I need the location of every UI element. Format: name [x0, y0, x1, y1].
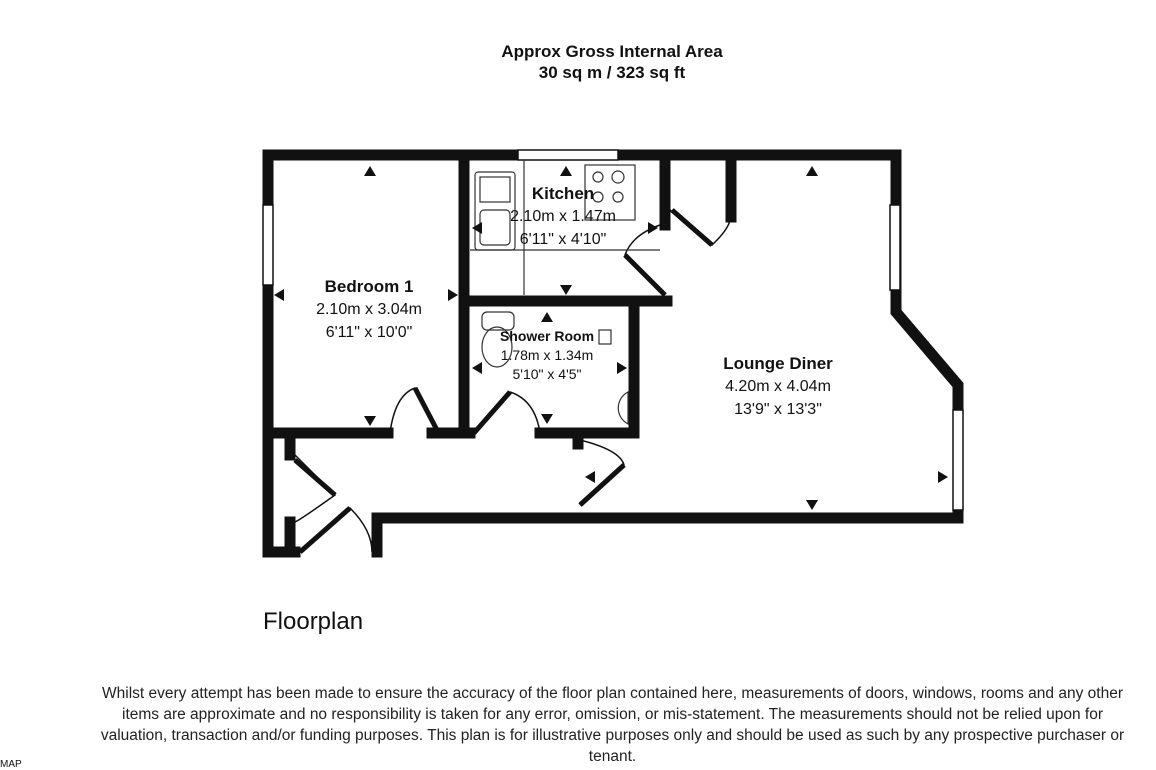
doors — [293, 208, 731, 554]
room-name: Lounge Diner — [723, 354, 833, 373]
arrow-icon — [806, 500, 818, 510]
arrow-icon — [541, 414, 553, 424]
area-title: Approx Gross Internal Area — [501, 42, 723, 61]
arrow-icon — [472, 222, 482, 234]
arrow-icon — [364, 416, 376, 426]
arrow-icon — [274, 289, 284, 301]
arrow-icon — [364, 166, 376, 176]
area-value: 30 sq m / 323 sq ft — [538, 63, 686, 82]
room-name: Bedroom 1 — [324, 277, 414, 296]
room-imperial: 13'9" x 13'3" — [734, 401, 822, 418]
arrow-icon — [560, 285, 572, 295]
room-metric: 1.78m x 1.34m — [500, 347, 594, 363]
windows — [262, 149, 964, 511]
room-imperial: 5'10" x 4'5" — [512, 366, 582, 382]
dimension-arrows — [274, 166, 948, 510]
room-label-lounge: Lounge Diner 4.20m x 4.04m 13'9" x 13'3" — [723, 352, 833, 421]
room-metric: 4.20m x 4.04m — [725, 378, 831, 395]
room-label-shower: Shower Room 1.78m x 1.34m 5'10" x 4'5" — [500, 327, 594, 384]
disclaimer: Whilst every attempt has been made to en… — [100, 685, 1125, 765]
room-name: Kitchen — [531, 184, 595, 203]
floor-label: Floorplan — [263, 608, 364, 635]
room-label-bedroom: Bedroom 1 2.10m x 3.04m 6'11" x 10'0" — [316, 275, 422, 344]
arrow-icon — [938, 471, 948, 483]
room-metric: 2.10m x 3.04m — [316, 301, 422, 318]
arrow-icon — [648, 222, 658, 234]
arrow-icon — [541, 312, 553, 322]
arrow-icon — [560, 166, 572, 176]
arrow-icon — [448, 289, 458, 301]
arrow-icon — [806, 166, 818, 176]
room-label-kitchen: Kitchen 2.10m x 1.47m 6'11" x 4'10" — [510, 182, 616, 251]
room-name: Shower Room — [499, 328, 595, 344]
room-imperial: 6'11" x 4'10" — [519, 231, 607, 248]
arrow-icon — [617, 362, 627, 374]
arrow-icon — [585, 471, 595, 483]
room-imperial: 6'11" x 10'0" — [325, 324, 413, 341]
room-metric: 2.10m x 1.47m — [510, 208, 616, 225]
corner-text: MAP — [0, 759, 22, 770]
arrow-icon — [472, 362, 482, 374]
walls — [262, 149, 964, 558]
